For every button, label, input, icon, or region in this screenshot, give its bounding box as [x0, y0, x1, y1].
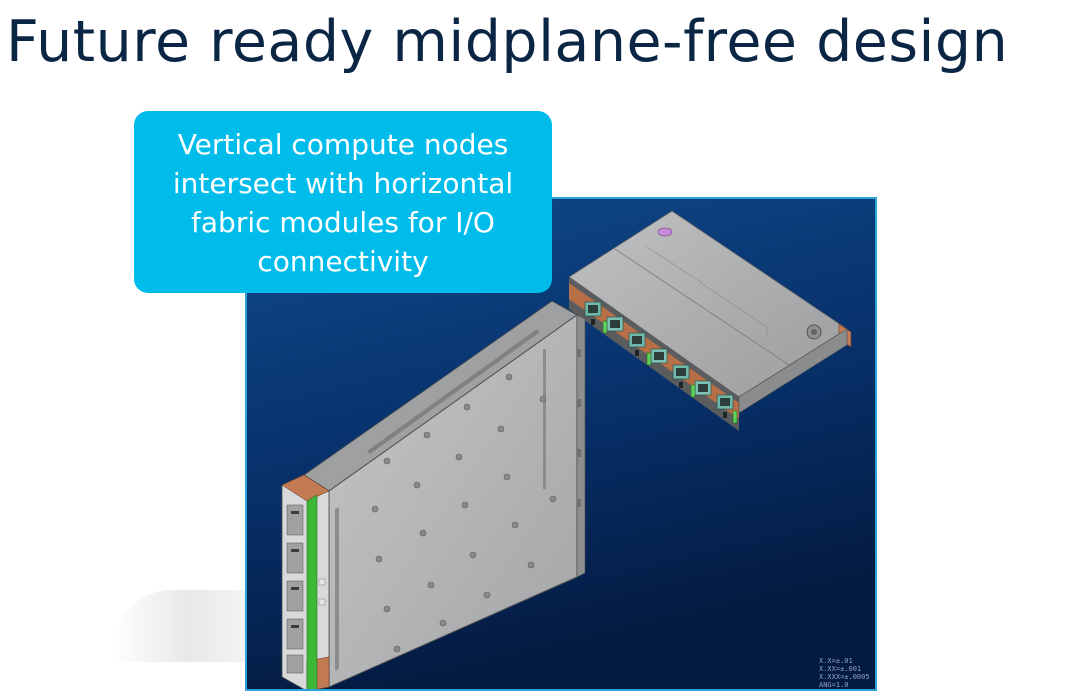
tolerance-note: X.XXX=±.0005 — [819, 673, 870, 681]
tolerance-note: ANG=1.0 — [819, 681, 849, 689]
hardware-render: X.X=±.01 X.XX=±.001 X.XXX=±.0005 ANG=1.0 — [245, 197, 877, 691]
fabric-connectors — [584, 301, 734, 410]
hardware-illustration: X.X=±.01 X.XX=±.001 X.XXX=±.0005 ANG=1.0 — [247, 199, 875, 689]
tolerance-note: X.X=±.01 — [819, 657, 853, 665]
slide-title: Future ready midplane-free design — [6, 9, 1009, 75]
floor-shadow — [112, 590, 252, 662]
drawing-tolerance-notes: X.X=±.01 X.XX=±.001 X.XXX=±.0005 ANG=1.0 — [819, 657, 870, 689]
tolerance-note: X.XX=±.001 — [819, 665, 861, 673]
callout-text: Vertical compute nodes intersect with ho… — [172, 128, 514, 278]
fabric-module — [568, 210, 852, 431]
mounting-holes — [371, 373, 557, 653]
compute-node — [281, 300, 586, 689]
callout-box: Vertical compute nodes intersect with ho… — [134, 111, 552, 293]
